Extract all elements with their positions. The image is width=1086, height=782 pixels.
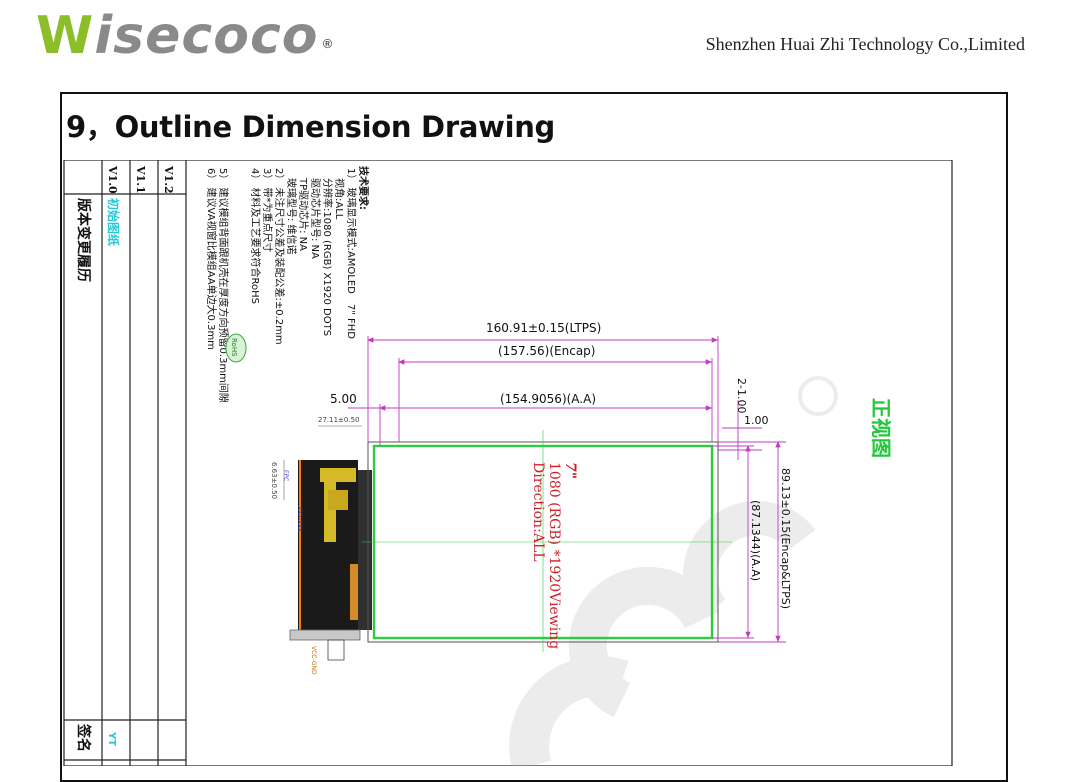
fpc-small-dim: 6.63±0.50	[270, 462, 278, 499]
note-line-10: 5） 建议模组背面跟机壳在厚度方向预留0.3mm间隙	[217, 168, 230, 403]
version-1-0: V1.0	[106, 165, 119, 194]
dim-encap-width: (157.56)(Encap)	[498, 344, 595, 358]
logo-w: W	[36, 6, 95, 66]
dim-small-top: 2-1.00	[735, 378, 748, 413]
sign-label: 签名	[75, 723, 92, 752]
dim-left-offset: 5.00	[330, 392, 357, 406]
note-line-6: 玻璃型号: 维信诺	[285, 168, 298, 255]
notes-heading: 技术要求:	[357, 166, 370, 210]
note-line-8: 3） 带*为重点尺寸	[261, 168, 274, 253]
rohs-icon: RoHS	[225, 333, 247, 363]
logo-text: isecoco	[94, 6, 319, 66]
drawing-border	[63, 160, 953, 766]
panel-direction: Direction:ALL	[530, 462, 546, 562]
company-name: Shenzhen Huai Zhi Technology Co.,Limited	[705, 34, 1025, 54]
note-line-3: 分辨率:1080 (RGB) X1920 DOTS	[321, 168, 334, 336]
note-line-9: 4） 材料及工艺要求符合RoHS	[249, 168, 262, 304]
sign-value: YT	[106, 731, 117, 746]
version-1-0-note: 初始图纸	[106, 198, 121, 246]
logo: Wisecoco ®	[36, 6, 334, 66]
note-line-11: 6） 建议VA视窗比模组AA单边大0.3mm	[205, 168, 218, 350]
revision-table	[64, 160, 187, 766]
revision-title: 版本变更履历	[75, 198, 92, 282]
front-view-label: 正视图	[869, 398, 893, 458]
note-line-2: 视角:ALL	[333, 168, 346, 220]
fpc-cable: FPC XXX-XXX VCC-GND	[282, 460, 372, 675]
panel-resolution: 1080 (RGB) *1920Viewing	[546, 462, 562, 649]
note-line-7: 2） 未注尺寸公差及装配公差:±0.2mm	[273, 168, 286, 345]
dim-total-height: 89.13±0.15(Encap&LTPS)	[779, 468, 792, 609]
outline-drawing: 版本变更履历 V1.0 V1.1 V1.2 初始图纸 签名 YT 技术要求: 1…	[63, 160, 953, 766]
registered-icon: ®	[321, 37, 335, 51]
svg-text:FPC: FPC	[282, 470, 289, 481]
version-1-1: V1.1	[134, 165, 147, 194]
svg-text:VCC-GND: VCC-GND	[310, 646, 317, 675]
note-line-1: 1） 玻璃显示模式:AMOLED 7" FHD	[345, 168, 358, 339]
rohs-badge: RoHS	[230, 338, 238, 357]
panel-size: 7"	[562, 462, 578, 479]
note-line-4: 驱动芯片型号: NA	[309, 168, 322, 259]
dim-aa-width: (154.9056)(A.A)	[500, 392, 596, 406]
section-title: 9，Outline Dimension Drawing	[66, 110, 556, 144]
fpc-width-dim: 27.11±0.50	[318, 416, 360, 424]
dim-aa-height: (87.1344)(A.A)	[749, 500, 762, 581]
version-1-2: V1.2	[162, 165, 175, 194]
technical-notes: 技术要求: 1） 玻璃显示模式:AMOLED 7" FHD 视角:ALL 分辨率…	[205, 166, 370, 403]
svg-text:XXX-XXX: XXX-XXX	[296, 506, 303, 532]
dim-ltps-width: 160.91±0.15(LTPS)	[486, 321, 601, 335]
watermark-icon	[509, 376, 838, 766]
dim-top-offset: 1.00	[744, 414, 769, 427]
note-line-5: TP驱动芯片: NA	[297, 168, 310, 251]
